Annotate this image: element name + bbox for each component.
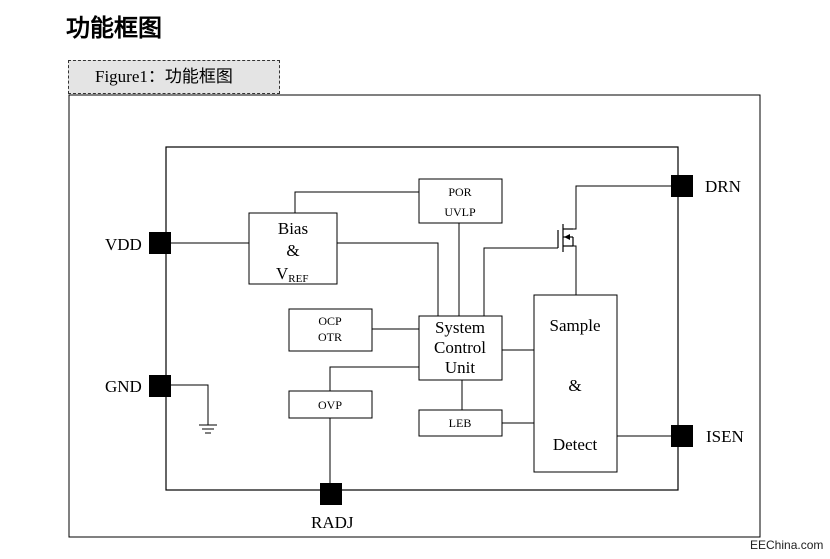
mosfet-icon xyxy=(557,224,574,252)
vref-subscript: REF xyxy=(288,273,308,285)
pin-vdd xyxy=(149,232,171,254)
leb-block xyxy=(418,409,503,437)
sample-detect-block xyxy=(533,294,618,473)
system-control-unit-block xyxy=(418,315,503,381)
sample-amp-label: & xyxy=(568,376,581,395)
figure-frame xyxy=(68,94,761,538)
page-title: 功能框图 xyxy=(66,14,162,42)
pin-radj xyxy=(320,483,342,505)
bias-vref-block xyxy=(248,212,338,285)
control-label: Control xyxy=(434,338,486,357)
pin-label-gnd: GND xyxy=(105,377,142,396)
ovp-block xyxy=(288,390,373,419)
watermark: EEChina.com xyxy=(750,538,824,552)
otr-label: OTR xyxy=(318,330,342,344)
detect-label: Detect xyxy=(553,435,598,454)
ovp-label: OVP xyxy=(318,398,342,412)
pin-isen xyxy=(671,425,693,447)
bias-amp-label: & xyxy=(286,241,299,260)
figure-caption: Figure1：功能框图 xyxy=(68,60,280,94)
vref-main: V xyxy=(276,264,289,283)
leb-label: LEB xyxy=(449,416,472,430)
por-uvlp-block xyxy=(418,178,503,224)
pin-label-vdd: VDD xyxy=(105,235,142,254)
pin-drn xyxy=(671,175,693,197)
system-label: System xyxy=(435,318,485,337)
wires xyxy=(160,185,682,490)
sample-label: Sample xyxy=(550,316,601,335)
vref-label: VREF xyxy=(276,264,308,285)
pin-gnd xyxy=(149,375,171,397)
bias-label: Bias xyxy=(278,219,308,238)
pin-label-isen: ISEN xyxy=(706,427,744,446)
unit-label: Unit xyxy=(445,358,476,377)
por-label: POR xyxy=(448,185,471,199)
ocp-otr-block xyxy=(288,308,373,352)
uvlp-label: UVLP xyxy=(444,205,476,219)
ocp-label: OCP xyxy=(318,314,342,328)
chip-outline xyxy=(165,146,679,491)
pin-label-drn: DRN xyxy=(705,177,741,196)
pin-label-radj: RADJ xyxy=(311,513,354,532)
